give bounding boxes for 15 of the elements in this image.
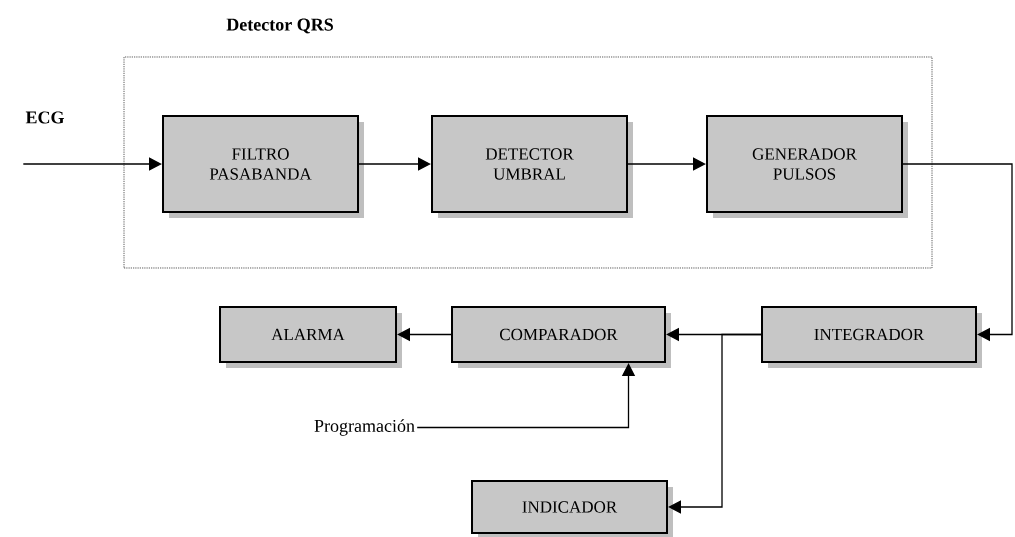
block-box: GENERADOR PULSOS xyxy=(706,115,908,218)
group-title: Detector QRS xyxy=(226,18,333,34)
block-box: DETECTOR UMBRAL xyxy=(431,115,633,218)
block-box: FILTRO PASABANDA xyxy=(162,115,364,218)
block-box: COMPARADOR xyxy=(451,306,671,368)
arrow xyxy=(668,333,762,514)
block-box: INDICADOR xyxy=(471,480,673,537)
input-label: ECG xyxy=(25,111,65,124)
block-box: ALARMA xyxy=(219,306,402,368)
arrow xyxy=(627,157,706,171)
arrow xyxy=(358,157,431,171)
arrow xyxy=(902,163,1013,342)
block-box: INTEGRADOR xyxy=(761,306,982,368)
arrow xyxy=(22,157,162,171)
input-label: Programación xyxy=(314,419,415,436)
